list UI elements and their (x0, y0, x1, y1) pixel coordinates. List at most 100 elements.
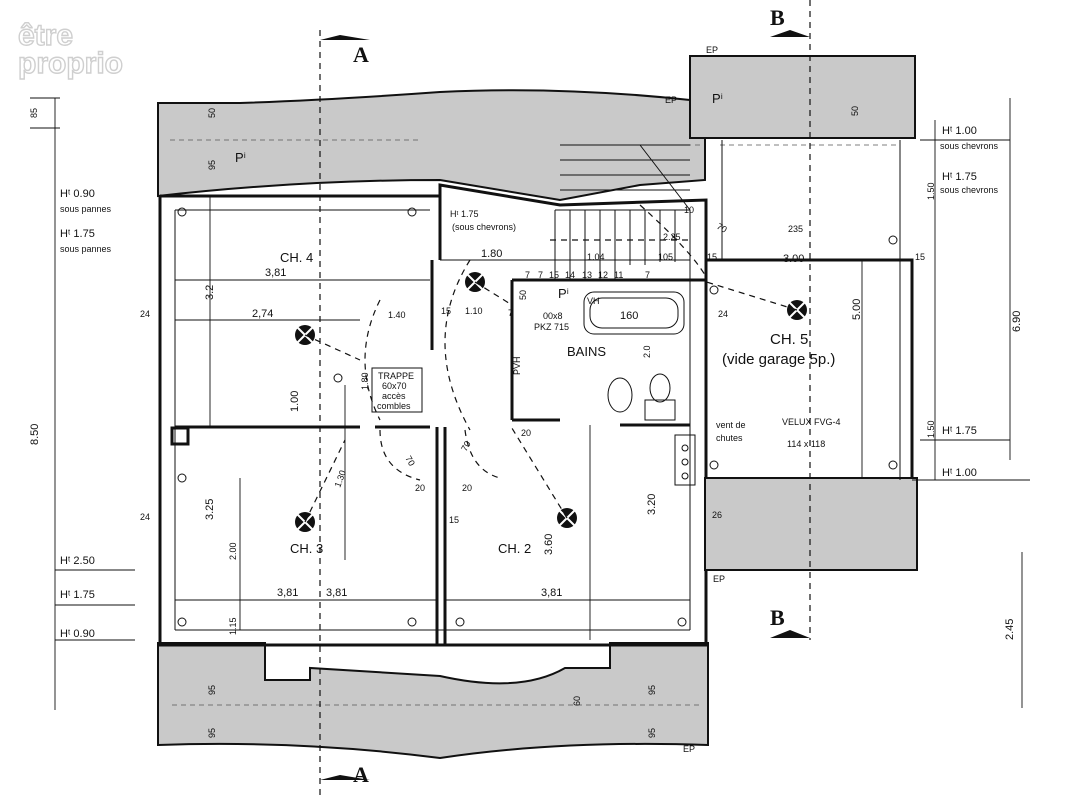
svg-text:235: 235 (788, 224, 803, 234)
svg-text:1.00: 1.00 (289, 391, 301, 412)
svg-text:14: 14 (565, 270, 575, 280)
door-swing-hall (444, 259, 471, 431)
section-a-top: A (353, 42, 369, 67)
svg-text:1.04: 1.04 (587, 252, 605, 262)
washbasin (607, 377, 633, 413)
svg-text:PKZ 715: PKZ 715 (534, 322, 569, 332)
interior-wall-ch4-hall (430, 196, 442, 350)
svg-text:50: 50 (207, 108, 217, 118)
room-ch5: CH. 5 (770, 331, 808, 348)
svg-text:95: 95 (207, 685, 217, 695)
svg-text:sous pannes: sous pannes (60, 244, 112, 254)
door-swing-ch2 (464, 429, 501, 479)
svg-text:3.2: 3.2 (204, 285, 216, 300)
svg-text:12: 12 (598, 270, 608, 280)
watermark-line2: proprio (18, 47, 123, 80)
watermark-line1: être (18, 19, 73, 52)
svg-text:Hᵗ 1.75: Hᵗ 1.75 (942, 425, 977, 437)
svg-text:1.80: 1.80 (481, 248, 502, 260)
height-090-top: Hᵗ 0.90 (60, 188, 95, 200)
svg-text:3,81: 3,81 (277, 587, 298, 599)
svg-text:1.50: 1.50 (926, 420, 936, 438)
toilet-bowl (649, 373, 671, 403)
svg-text:15: 15 (915, 252, 925, 262)
height-175-bottom: Hᵗ 1.75 (60, 589, 95, 601)
svg-text:15: 15 (707, 252, 717, 262)
svg-text:EP: EP (706, 45, 718, 55)
svg-text:70: 70 (403, 454, 417, 468)
svg-text:sous pannes: sous pannes (60, 204, 112, 214)
svg-text:60x70: 60x70 (382, 381, 407, 391)
chimney-duct (170, 426, 190, 446)
svg-text:24: 24 (718, 309, 728, 319)
svg-text:60: 60 (572, 696, 582, 706)
velux-size: 114 x 118 (787, 439, 825, 449)
svg-text:24: 24 (140, 309, 150, 319)
door-swing-ch5 (639, 204, 706, 276)
svg-text:7: 7 (508, 308, 513, 318)
svg-text:1.50: 1.50 (926, 182, 936, 200)
svg-text:15: 15 (441, 306, 451, 316)
svg-text:Hᵗ 1.75: Hᵗ 1.75 (942, 171, 977, 183)
svg-text:EP: EP (713, 574, 725, 584)
svg-text:95: 95 (647, 685, 657, 695)
svg-text:TRAPPE: TRAPPE (378, 371, 414, 381)
toilet-tank (644, 399, 676, 421)
interior-wall-ch3-ch2 (435, 427, 447, 645)
svg-text:3.60: 3.60 (543, 534, 555, 555)
room-ch2: CH. 2 (498, 541, 531, 556)
room-ch3: CH. 3 (290, 541, 323, 556)
svg-text:2.00: 2.00 (228, 542, 238, 560)
roof-overhang-ch5-top (689, 55, 916, 139)
bathtub (583, 291, 685, 335)
section-a-bottom: A (353, 762, 369, 787)
section-b-bottom: B (770, 605, 785, 630)
svg-text:85: 85 (29, 108, 39, 118)
svg-text:1.10: 1.10 (465, 306, 483, 316)
svg-text:Hᵗ 1.00: Hᵗ 1.00 (942, 125, 977, 137)
svg-text:3,81: 3,81 (265, 267, 286, 279)
svg-text:70: 70 (459, 439, 473, 453)
svg-text:20: 20 (462, 483, 472, 493)
svg-text:VH: VH (587, 296, 600, 306)
door-swing-ch3 (379, 429, 421, 481)
svg-text:3,81: 3,81 (541, 587, 562, 599)
svg-text:2,74: 2,74 (252, 308, 273, 320)
svg-text:5.00: 5.00 (851, 299, 863, 320)
svg-text:1.40: 1.40 (388, 310, 406, 320)
svg-text:2.45: 2.45 (1004, 619, 1016, 640)
svg-text:70: 70 (715, 221, 729, 235)
svg-text:Hᵗ 1.75: Hᵗ 1.75 (450, 209, 479, 219)
svg-text:1.30: 1.30 (332, 469, 347, 489)
svg-text:(sous chevrons): (sous chevrons) (452, 222, 516, 232)
svg-text:105: 105 (658, 252, 673, 262)
roof-overhang-ch5-bottom (704, 477, 918, 571)
section-b-top: B (770, 5, 785, 30)
svg-text:6.90: 6.90 (1011, 311, 1023, 332)
height-090-bottom: Hᵗ 0.90 (60, 628, 95, 640)
svg-text:EP: EP (665, 95, 677, 105)
svg-text:7: 7 (525, 270, 530, 280)
attic-hatch (371, 367, 423, 413)
bathtub-size: 160 (620, 310, 638, 322)
svg-text:1.80: 1.80 (360, 372, 370, 390)
roof-overhang-top (157, 89, 706, 202)
velux-name: VELUX FVG-4 (782, 417, 841, 427)
door-swing-ch4 (364, 299, 381, 421)
svg-text:sous chevrons: sous chevrons (940, 141, 999, 151)
svg-text:15: 15 (549, 270, 559, 280)
svg-text:Pⁱ: Pⁱ (235, 150, 246, 165)
svg-text:24: 24 (140, 512, 150, 522)
svg-text:accès: accès (382, 391, 406, 401)
svg-text:3.00: 3.00 (783, 253, 804, 265)
room-bains: BAINS (567, 344, 606, 359)
svg-text:2.0: 2.0 (642, 345, 652, 358)
svg-text:95: 95 (207, 728, 217, 738)
svg-text:13: 13 (582, 270, 592, 280)
svg-text:7: 7 (538, 270, 543, 280)
svg-text:95: 95 (647, 728, 657, 738)
svg-text:3,81: 3,81 (326, 587, 347, 599)
svg-text:1.15: 1.15 (228, 617, 238, 635)
svg-text:95: 95 (207, 160, 217, 170)
